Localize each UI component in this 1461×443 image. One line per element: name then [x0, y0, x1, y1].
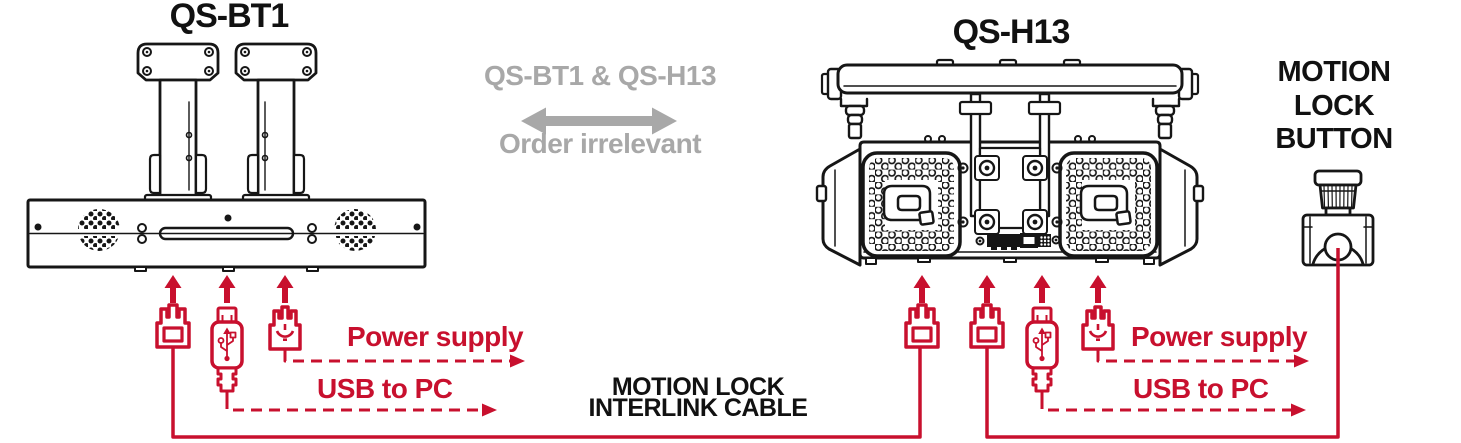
qs-h13-panel-right [1058, 151, 1159, 258]
qs-h13-top-rail [820, 58, 1200, 101]
qs-h13-interlink-plug-icon [904, 303, 940, 349]
qs-h13-illustration [815, 58, 1205, 267]
up-arrow-icon [1033, 275, 1051, 303]
interlink-cable-label-line1: MOTION LOCK [611, 373, 785, 401]
qs-bt1-interlink-plug-icon [155, 303, 191, 349]
arrow-right-icon [510, 354, 525, 368]
up-arrow-icon [913, 275, 931, 303]
up-arrow-icon [218, 275, 236, 303]
qs-bt1-illustration [26, 42, 427, 272]
motion-lock-button-title-line2: LOCK [1293, 89, 1375, 122]
qs-h13-center-bracket [957, 92, 1063, 235]
order-note-devices: QS-BT1 & QS-H13 [483, 60, 717, 91]
qs-bt1-pedestal-right [234, 42, 318, 205]
right-power-supply-label: Power supply [1131, 321, 1308, 352]
qs-h13-power-plug-icon [1081, 305, 1115, 355]
qs-bt1-title: QS-BT1 [169, 0, 290, 35]
qs-bt1-base-unit [26, 198, 427, 272]
arrow-right-icon [482, 403, 497, 417]
up-arrow-icon [276, 275, 294, 303]
order-note-text: Order irrelevant [498, 128, 702, 159]
arrow-right-icon [1294, 354, 1309, 368]
interlink-cable-label: MOTION LOCK INTERLINK CABLE [578, 373, 818, 422]
qs-bt1-pedestal-left [136, 42, 220, 205]
qs-h13-button-plug-icon [969, 303, 1005, 349]
motion-lock-button-title: MOTION LOCK BUTTON [1258, 56, 1410, 157]
emergency-stop-button-icon [1301, 169, 1375, 267]
up-arrow-icon [164, 275, 182, 303]
qubic-logo-icon [882, 184, 935, 226]
up-arrow-icon [1089, 275, 1107, 303]
qs-h13-title: QS-H13 [952, 13, 1071, 51]
qs-h13-hanger-left [839, 97, 869, 140]
qs-bt1-handle-slot [158, 226, 295, 241]
up-arrow-icon [978, 275, 996, 303]
button-cable-port [1323, 232, 1353, 262]
qs-h13-usb-plug-icon [1025, 306, 1059, 401]
left-usb-to-pc-label: USB to PC [317, 373, 453, 404]
motion-lock-button-title-line1: MOTION [1277, 56, 1392, 88]
right-power-supply-cable-line [1096, 351, 1309, 368]
qubic-logo-icon [1079, 184, 1132, 226]
right-usb-to-pc-label: USB to PC [1133, 373, 1269, 404]
qs-h13-io-panel [975, 233, 1061, 250]
interlink-cable-label-line2: INTERLINK CABLE [588, 394, 808, 422]
qs-h13-hanger-right [1151, 97, 1181, 140]
left-power-supply-cable-line [283, 351, 525, 368]
order-double-arrow-icon [521, 107, 677, 135]
arrow-right-icon [1291, 403, 1306, 417]
motion-lock-button-title-line3: BUTTON [1275, 123, 1393, 155]
motion-lock-button-illustration [1301, 169, 1375, 267]
left-power-supply-label: Power supply [347, 321, 524, 352]
qs-bt1-power-plug-icon [268, 305, 302, 355]
qs-h13-panel-left [861, 151, 962, 258]
qs-bt1-usb-plug-icon [210, 306, 244, 401]
